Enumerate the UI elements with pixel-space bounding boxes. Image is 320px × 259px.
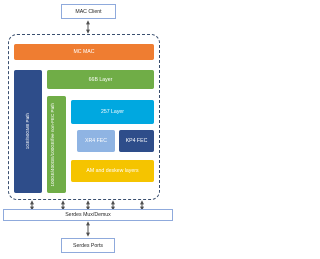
mc-mac-block: MC MAC	[14, 44, 154, 60]
path-1g-50g-block: 1GE/50GMII Path	[14, 70, 42, 193]
layer-66b-block: 66B Layer	[47, 70, 154, 89]
mac-client-label: MAC Client	[75, 8, 102, 15]
kp4-fec-label: KP4 FEC	[125, 138, 148, 144]
layer-257-label: 257 Layer	[100, 109, 125, 115]
mac-client-box: MAC Client	[61, 4, 116, 19]
serdes-mux-box: Serdes Mux/Demux	[3, 209, 173, 221]
mac-system-container	[8, 34, 160, 200]
am-deskew-label: AM and deskew layers	[86, 168, 139, 174]
serdes-mux-label: Serdes Mux/Demux	[65, 212, 111, 218]
serdes-ports-box: Serdes Ports	[61, 238, 115, 253]
path-1g-50g-label: 1GE/50GMII Path	[25, 113, 31, 150]
kp4-fec-block: KP4 FEC	[119, 130, 154, 152]
mc-mac-label: MC MAC	[73, 49, 95, 55]
connector-arrows	[30, 20, 144, 237]
layer-257-block: 257 Layer	[71, 100, 154, 124]
serdes-ports-label: Serdes Ports	[73, 242, 103, 249]
layer-66b-label: 66B Layer	[88, 76, 113, 83]
path-100g-400g-block: 100GE/400GE/100GE/fee non-FEC Path	[47, 96, 66, 193]
am-deskew-block: AM and deskew layers	[71, 160, 154, 182]
path-100g-400g-label: 100GE/400GE/100GE/fee non-FEC Path	[49, 102, 55, 187]
xr4-fec-label: XR4 FEC	[85, 138, 107, 144]
xr4-fec-block: XR4 FEC	[77, 130, 115, 152]
